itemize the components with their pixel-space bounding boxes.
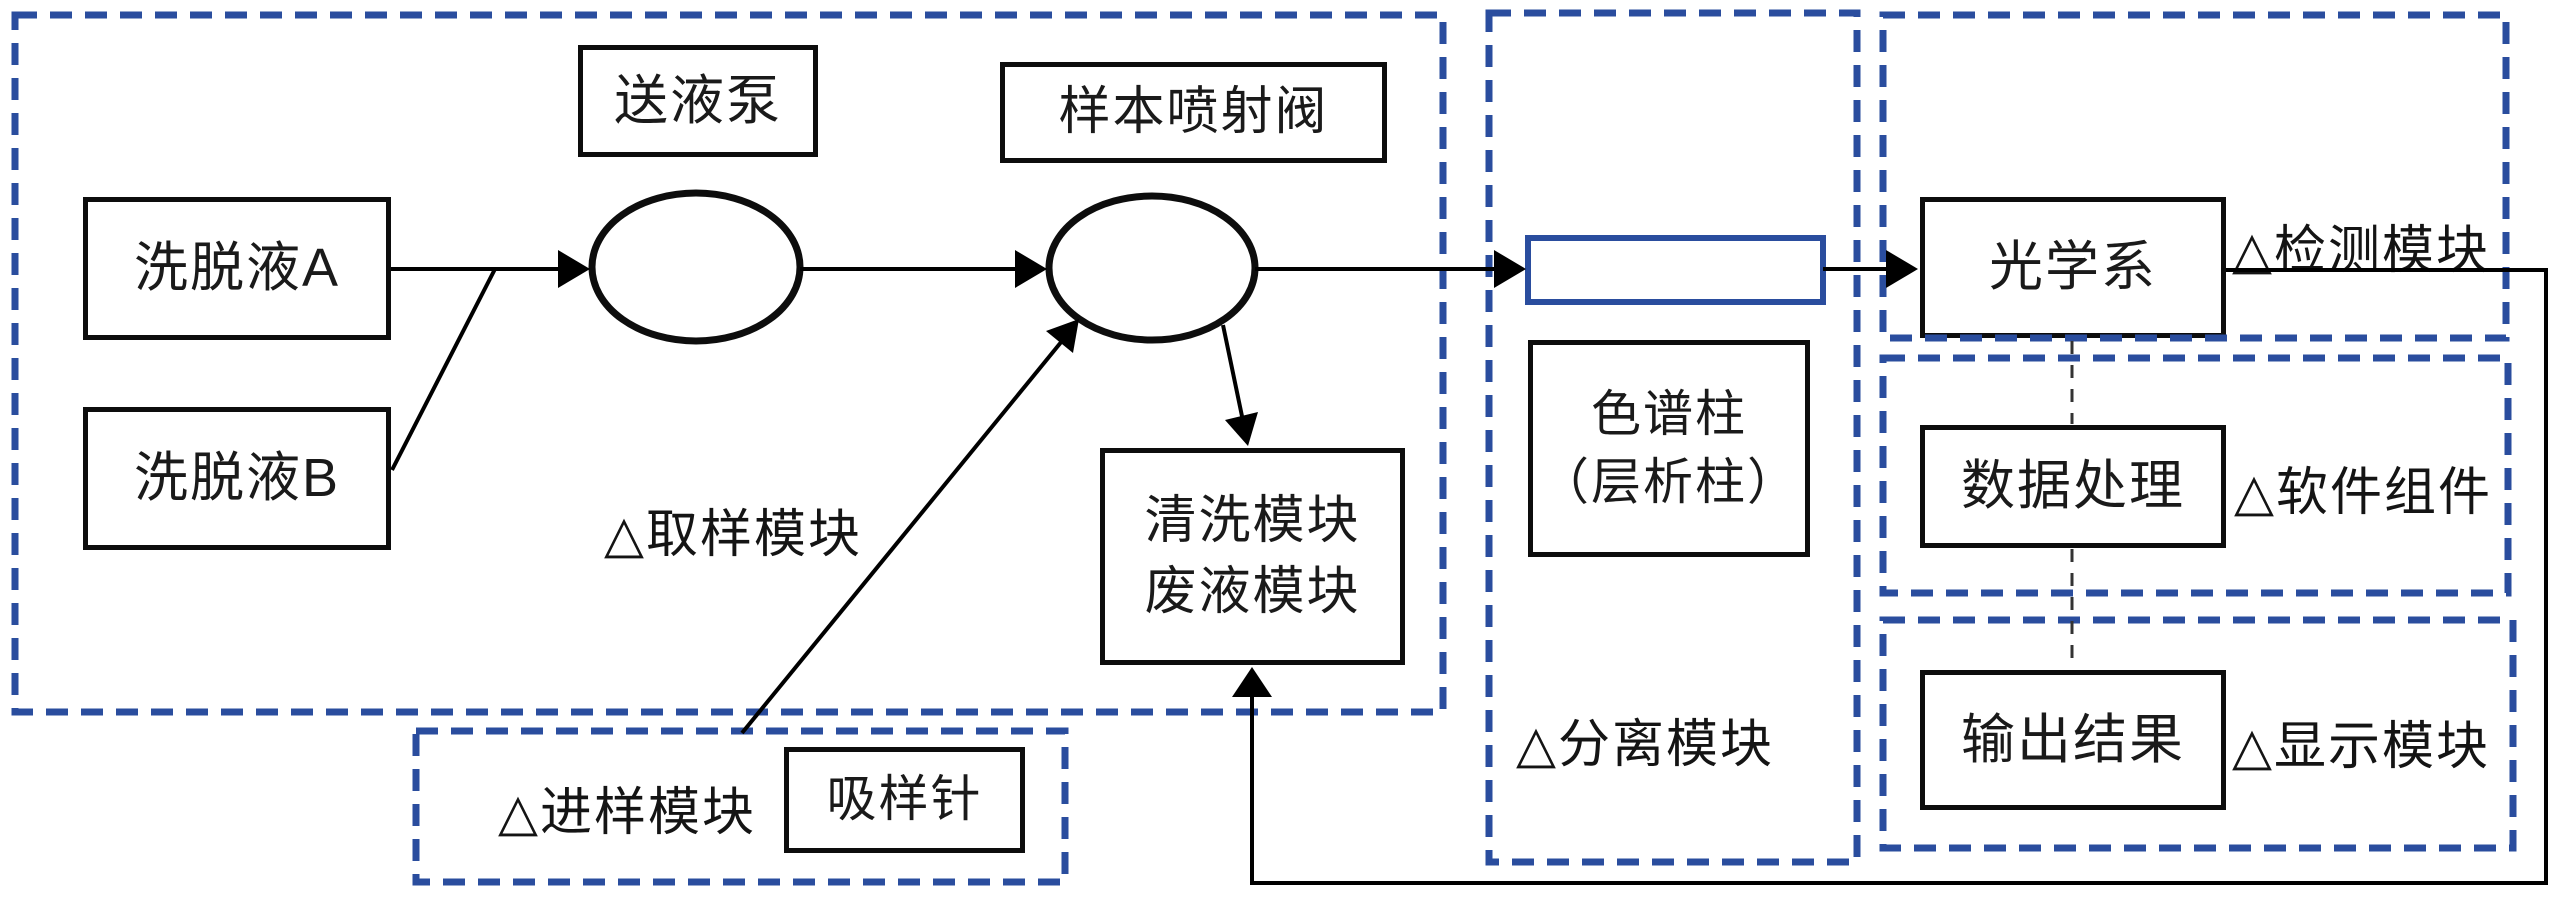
region-label-separation: △分离模块 bbox=[1516, 716, 1774, 774]
node-optics-label: 光学系 bbox=[1989, 237, 2157, 298]
region-label-software: △软件组件 bbox=[2234, 464, 2492, 522]
flow-line-valve-wash bbox=[1221, 324, 1245, 422]
arrowhead-into-pump bbox=[558, 250, 590, 288]
arrowhead-needle-into-valve bbox=[1046, 319, 1079, 353]
node-pump-label: 送液泵 bbox=[614, 70, 782, 131]
region-label-display: △显示模块 bbox=[2232, 718, 2490, 776]
arrowhead-into-wash-bottom bbox=[1232, 667, 1272, 697]
node-eluent-a: 洗脱液A bbox=[83, 197, 391, 340]
node-output-result-label: 输出结果 bbox=[1961, 709, 2185, 770]
arrowhead-into-column bbox=[1494, 250, 1526, 288]
node-eluent-b: 洗脱液B bbox=[83, 407, 391, 550]
node-data-processing-label: 数据处理 bbox=[1961, 456, 2185, 517]
column-slot-shape bbox=[1525, 235, 1826, 305]
node-data-processing: 数据处理 bbox=[1920, 425, 2226, 548]
node-column-line2: （层析柱） bbox=[1539, 453, 1799, 510]
flow-line-eluentB-merge bbox=[390, 268, 497, 471]
node-sampling-needle: 吸样针 bbox=[784, 747, 1025, 853]
node-sampling-needle-label: 吸样针 bbox=[826, 771, 983, 828]
region-label-injection: △进样模块 bbox=[498, 784, 756, 842]
node-pump: 送液泵 bbox=[578, 45, 818, 157]
node-eluent-b-label: 洗脱液B bbox=[133, 448, 341, 509]
node-eluent-a-label: 洗脱液A bbox=[133, 238, 341, 299]
region-label-sampling: △取样模块 bbox=[604, 506, 862, 564]
feedback-line-optics-wash bbox=[1250, 268, 2548, 885]
node-wash-waste: 清洗模块 废液模块 bbox=[1100, 448, 1405, 665]
node-column: 色谱柱 （层析柱） bbox=[1528, 340, 1810, 557]
node-injection-valve-label: 样本喷射阀 bbox=[1058, 83, 1329, 142]
arrowhead-into-optics bbox=[1886, 250, 1918, 288]
pump-ellipse bbox=[588, 189, 804, 345]
node-wash-waste-line2: 废液模块 bbox=[1144, 562, 1361, 621]
valve-ellipse bbox=[1045, 192, 1259, 344]
node-wash-waste-line1: 清洗模块 bbox=[1144, 492, 1361, 551]
node-optics: 光学系 bbox=[1920, 197, 2226, 338]
arrowhead-into-wash-top bbox=[1225, 412, 1258, 446]
node-column-line1: 色谱柱 bbox=[1591, 386, 1747, 442]
node-output-result: 输出结果 bbox=[1920, 670, 2226, 810]
region-label-detection: △检测模块 bbox=[2232, 222, 2490, 280]
arrowhead-into-valve bbox=[1015, 250, 1047, 288]
node-injection-valve: 样本喷射阀 bbox=[1000, 62, 1387, 163]
